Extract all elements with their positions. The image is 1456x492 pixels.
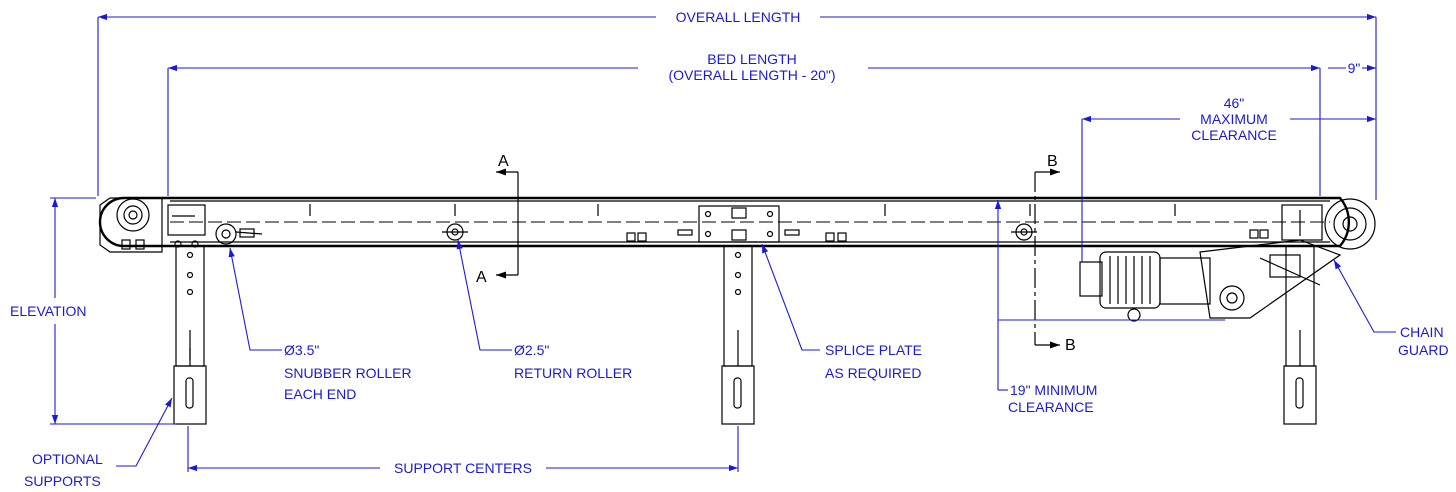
support-leg-1	[173, 245, 207, 425]
return-roller-2	[1011, 223, 1037, 241]
support-leg-3	[1283, 245, 1317, 425]
return-label: RETURN ROLLER	[514, 365, 632, 381]
bed-brackets	[626, 229, 1269, 242]
optional-label: OPTIONAL	[32, 451, 103, 467]
support-leg-2	[721, 245, 755, 425]
drive-motor	[1079, 239, 1342, 322]
section-b-top: B	[1047, 153, 1058, 170]
max-clearance-value: 46"	[1224, 95, 1245, 111]
snubber-roller-left	[215, 223, 263, 245]
leader-lines	[116, 239, 1396, 467]
max-clearance-label: MAXIMUM	[1200, 111, 1268, 127]
section-a-top: A	[498, 153, 509, 170]
snubber-note: EACH END	[284, 386, 356, 402]
conveyor-bed	[98, 196, 1350, 248]
guard-label: GUARD	[1398, 342, 1449, 358]
section-b	[1034, 168, 1060, 349]
drive-pulley	[1281, 198, 1376, 250]
section-a-bottom: A	[476, 269, 487, 286]
return-diameter: Ø2.5"	[514, 342, 549, 358]
tail-pulley	[99, 197, 206, 253]
supports-label: SUPPORTS	[24, 473, 101, 489]
bed-length-formula: (OVERALL LENGTH - 20")	[668, 67, 835, 83]
splice-plate	[698, 205, 780, 243]
end-offset-label: 9"	[1348, 60, 1361, 76]
max-clearance-label-2: CLEARANCE	[1191, 127, 1277, 143]
return-roller-1	[442, 223, 468, 241]
min-clearance-label-2: CLEARANCE	[1008, 399, 1094, 415]
crossmember-ticks	[309, 204, 1176, 216]
bed-length-label: BED LENGTH	[707, 51, 796, 67]
overall-length-label: OVERALL LENGTH	[676, 9, 801, 25]
section-a	[496, 168, 519, 279]
snubber-diameter: Ø3.5"	[284, 342, 319, 358]
elevation-label: ELEVATION	[10, 303, 87, 319]
support-centers-label: SUPPORT CENTERS	[394, 460, 532, 476]
belt-outline	[98, 196, 1350, 248]
section-b-bottom: B	[1065, 337, 1076, 354]
snubber-label: SNUBBER ROLLER	[284, 365, 412, 381]
chain-label: CHAIN	[1400, 324, 1444, 340]
splice-note: AS REQUIRED	[825, 365, 921, 381]
dimension-lines	[50, 13, 1377, 472]
splice-label: SPLICE PLATE	[825, 342, 922, 358]
min-clearance-label: 19" MINIMUM	[1010, 382, 1097, 398]
